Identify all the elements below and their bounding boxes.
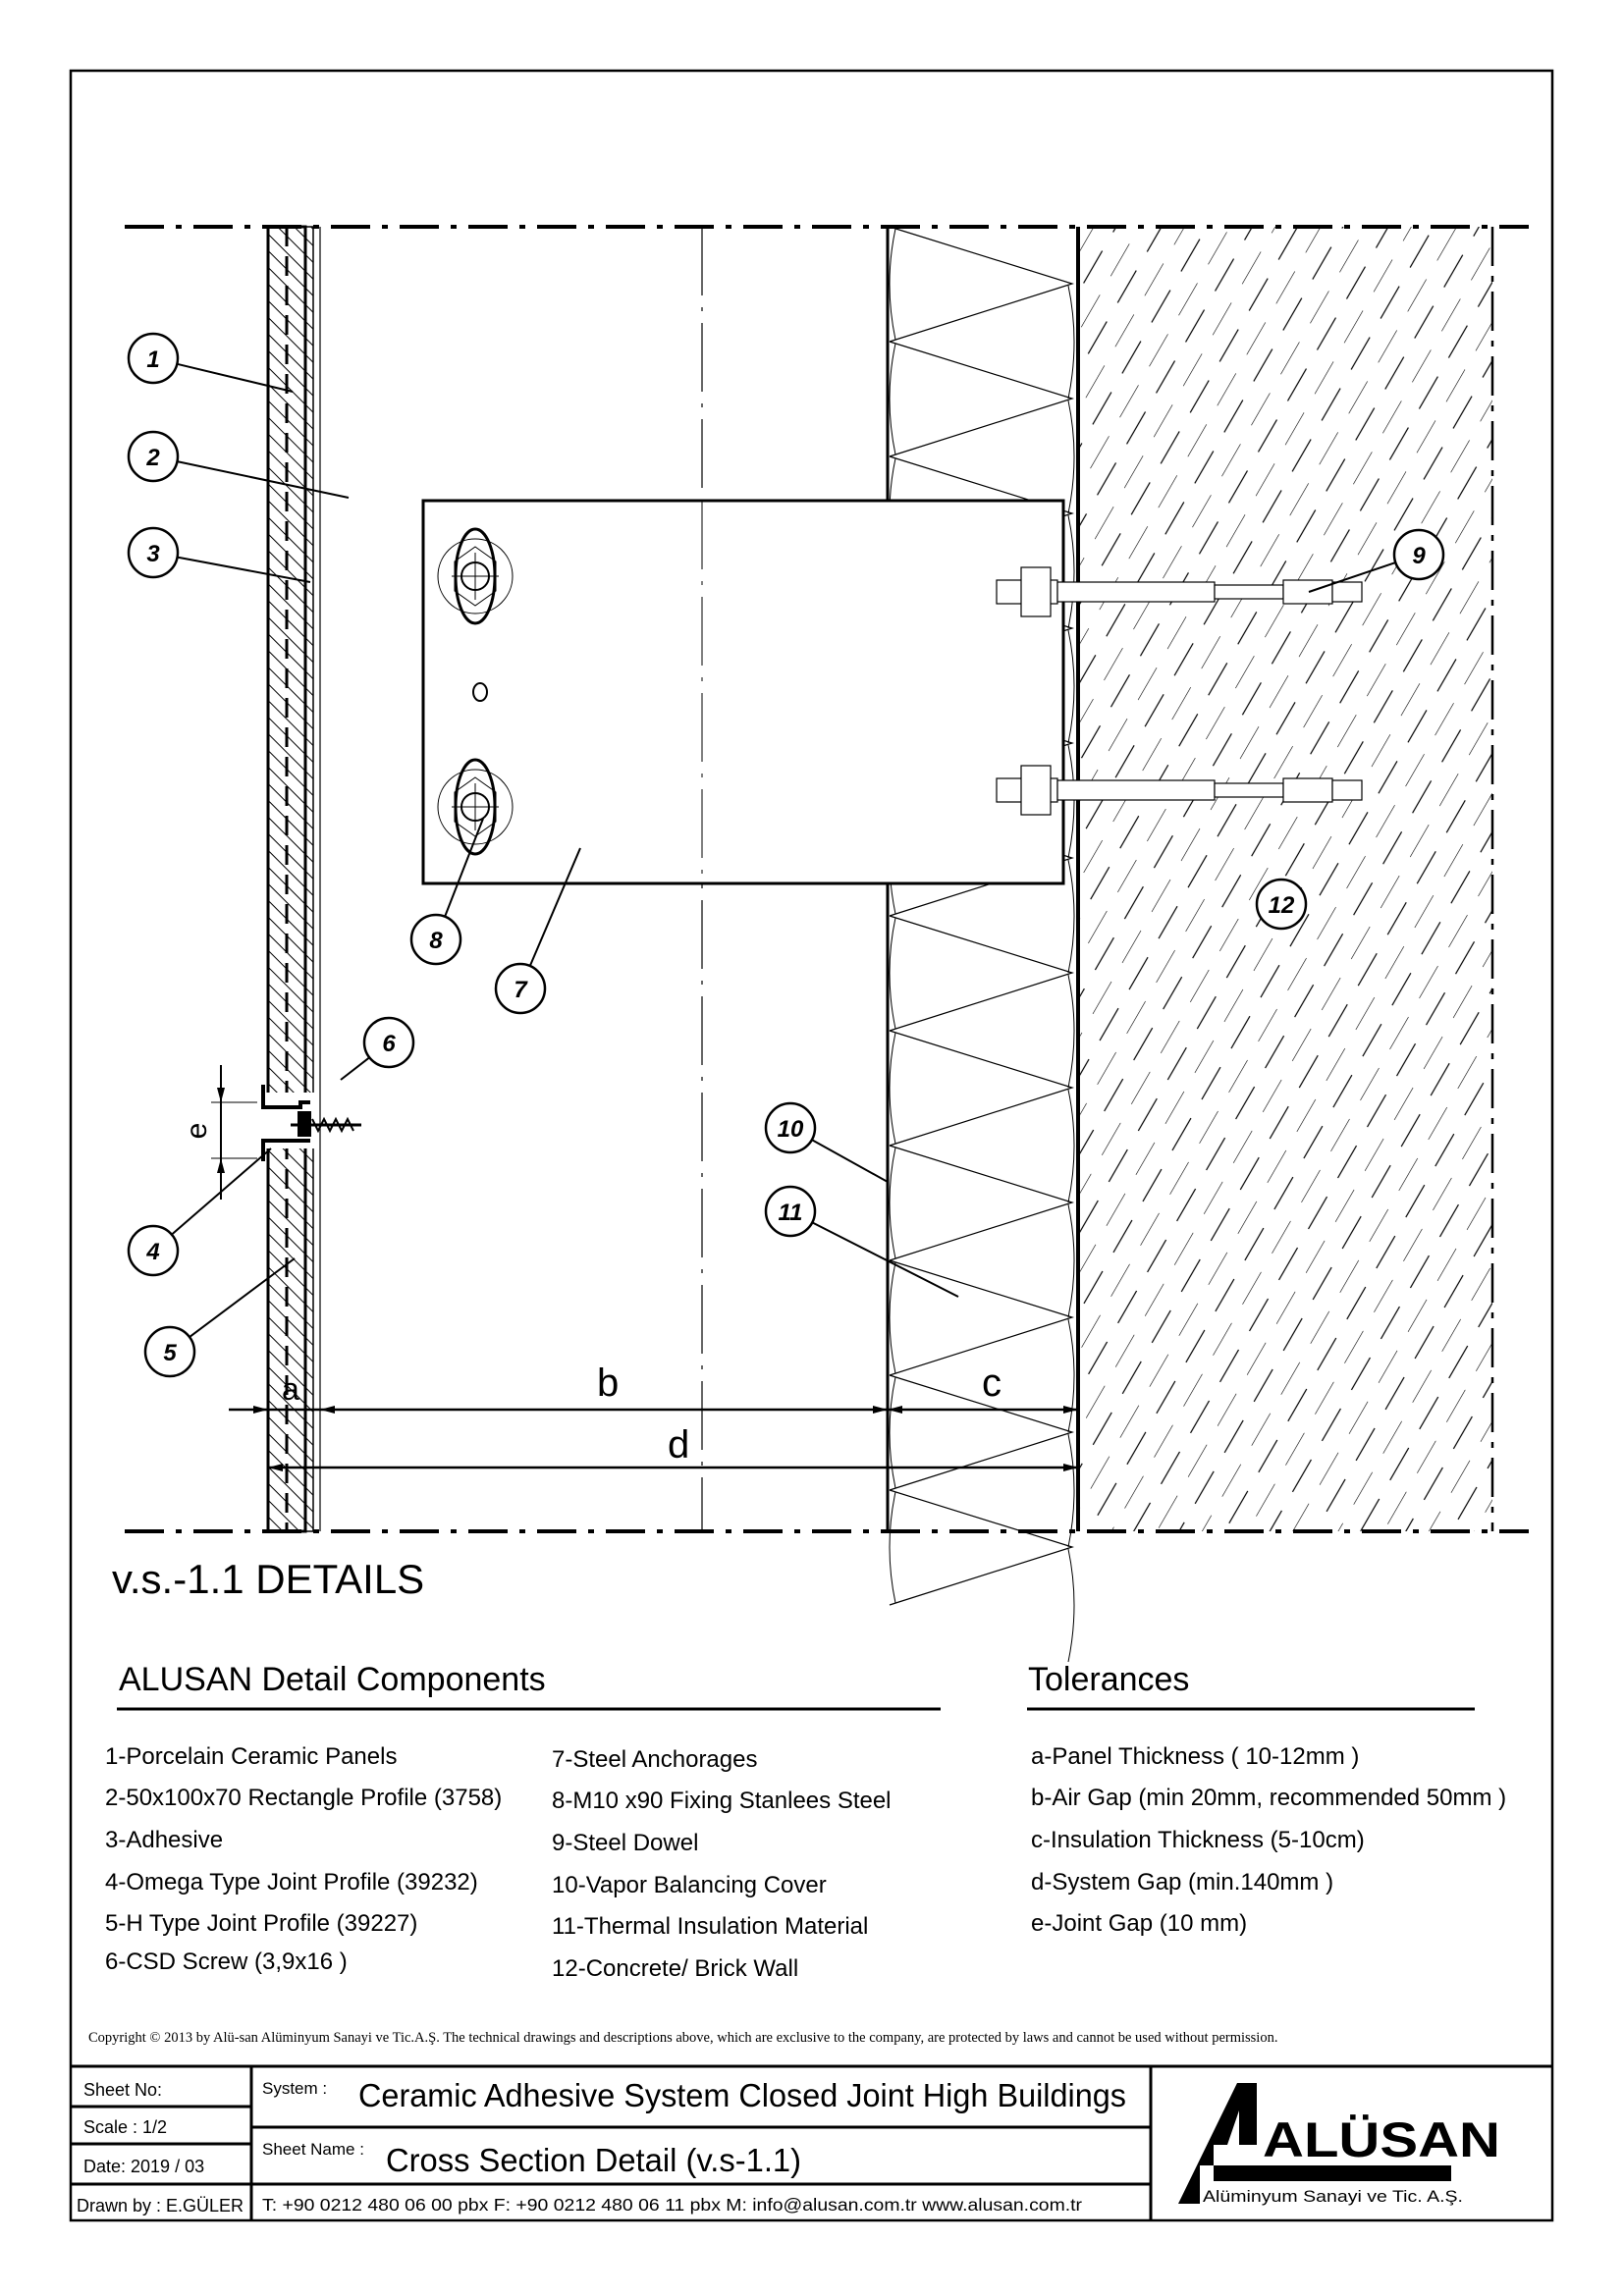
callout-number: 5 bbox=[163, 1340, 177, 1366]
tolerance-item: d-System Gap (min.140mm ) bbox=[1031, 1869, 1333, 1896]
callout-number: 4 bbox=[145, 1239, 159, 1265]
callout-number: 1 bbox=[146, 347, 159, 373]
callout-6: 6 bbox=[340, 1016, 415, 1081]
legend: ALUSAN Detail Components Tolerances 1-Po… bbox=[105, 1661, 1506, 1982]
callout-5: 5 bbox=[143, 1257, 296, 1378]
dimension-label-a: a bbox=[282, 1371, 299, 1407]
components-heading: ALUSAN Detail Components bbox=[119, 1661, 546, 1698]
callout-number: 9 bbox=[1412, 543, 1426, 569]
callout-number: 8 bbox=[429, 928, 443, 954]
dimension-label-e: e bbox=[181, 1123, 213, 1140]
fixing-bolt-top bbox=[437, 527, 514, 625]
component-item: 7-Steel Anchorages bbox=[552, 1746, 757, 1773]
component-item: 12-Concrete/ Brick Wall bbox=[552, 1955, 798, 1982]
tolerance-item: e-Joint Gap (10 mm) bbox=[1031, 1910, 1247, 1937]
component-item: 9-Steel Dowel bbox=[552, 1830, 698, 1856]
drawn-by-value: Drawn by : E.GÜLER bbox=[77, 2196, 244, 2216]
callout-4: 4 bbox=[127, 1148, 272, 1277]
component-item: 3-Adhesive bbox=[105, 1827, 223, 1853]
sheet-no-label: Sheet No: bbox=[83, 2080, 162, 2100]
callout-8: 8 bbox=[409, 818, 484, 966]
callout-number: 12 bbox=[1269, 892, 1295, 919]
callout-10: 10 bbox=[764, 1101, 889, 1183]
thermal-insulation bbox=[886, 226, 1075, 1663]
omega-joint-profile-top bbox=[261, 1085, 310, 1109]
logo-wordmark: ALÜSAN bbox=[1263, 2112, 1500, 2167]
callout-number: 7 bbox=[514, 977, 528, 1003]
date-value: Date: 2019 / 03 bbox=[83, 2157, 204, 2176]
component-item: 11-Thermal Insulation Material bbox=[552, 1913, 868, 1940]
steel-dowel-anchor bbox=[996, 765, 1363, 816]
component-item: 1-Porcelain Ceramic Panels bbox=[105, 1743, 397, 1770]
system-label: System : bbox=[262, 2079, 327, 2098]
fixing-bolt-bottom bbox=[437, 758, 514, 856]
steel-anchorage-bracket bbox=[421, 499, 1065, 885]
logo-subtitle: Alüminyum Sanayi ve Tic. A.Ş. bbox=[1203, 2187, 1463, 2206]
csd-screw bbox=[291, 1116, 361, 1134]
dimension-label-c: c bbox=[982, 1362, 1001, 1405]
dimension-e: e bbox=[181, 1065, 257, 1200]
callout-11: 11 bbox=[764, 1185, 959, 1298]
system-value: Ceramic Adhesive System Closed Joint Hig… bbox=[358, 2077, 1126, 2113]
sheet-name-label: Sheet Name : bbox=[262, 2140, 364, 2159]
steel-dowel-anchor bbox=[996, 566, 1363, 617]
tolerance-item: b-Air Gap (min 20mm, recommended 50mm ) bbox=[1031, 1785, 1506, 1811]
tolerance-item: c-Insulation Thickness (5-10cm) bbox=[1031, 1827, 1365, 1853]
callout-1: 1 bbox=[127, 332, 294, 393]
omega-joint-profile-bottom bbox=[261, 1139, 310, 1161]
component-item: 10-Vapor Balancing Cover bbox=[552, 1872, 827, 1898]
callout-2: 2 bbox=[127, 430, 350, 499]
adhesive-layer bbox=[304, 226, 314, 1532]
component-item: 2-50x100x70 Rectangle Profile (3758) bbox=[105, 1785, 502, 1811]
detail-title: v.s.-1.1 DETAILS bbox=[112, 1556, 424, 1602]
callout-12: 12 bbox=[1255, 878, 1308, 931]
contact-info: T: +90 0212 480 06 00 pbx F: +90 0212 48… bbox=[262, 2195, 1082, 2215]
callout-number: 2 bbox=[145, 445, 160, 471]
component-item: 8-M10 x90 Fixing Stanlees Steel bbox=[552, 1788, 892, 1814]
bracket-hole bbox=[472, 682, 488, 702]
callout-number: 10 bbox=[778, 1116, 804, 1143]
callout-7: 7 bbox=[494, 847, 581, 1015]
sheet-border bbox=[69, 69, 1554, 2222]
callout-3: 3 bbox=[127, 526, 311, 583]
callout-number: 11 bbox=[779, 1200, 803, 1226]
callout-number: 3 bbox=[146, 541, 160, 567]
dimension-label-d: d bbox=[668, 1423, 689, 1467]
dimension-label-b: b bbox=[597, 1362, 619, 1405]
component-item: 5-H Type Joint Profile (39227) bbox=[105, 1910, 417, 1937]
alusan-logo: ALÜSAN Alüminyum Sanayi ve Tic. A.Ş. bbox=[1178, 2083, 1500, 2206]
scale-value: Scale : 1/2 bbox=[83, 2117, 167, 2137]
sheet-name-value: Cross Section Detail (v.s-1.1) bbox=[386, 2142, 801, 2178]
callout-9: 9 bbox=[1308, 528, 1445, 593]
component-item: 6-CSD Screw (3,9x16 ) bbox=[105, 1949, 348, 1975]
title-block: Sheet No: Scale : 1/2 Date: 2019 / 03 Dr… bbox=[71, 2064, 1552, 2220]
tolerances-heading: Tolerances bbox=[1028, 1661, 1189, 1698]
tolerance-item: a-Panel Thickness ( 10-12mm ) bbox=[1031, 1743, 1359, 1770]
callout-number: 6 bbox=[382, 1031, 396, 1057]
dimension-lines: a b c d bbox=[229, 1362, 1078, 1471]
copyright-notice: Copyright © 2013 by Alü-san Alüminyum Sa… bbox=[88, 2030, 1277, 2046]
component-item: 4-Omega Type Joint Profile (39232) bbox=[105, 1869, 478, 1896]
